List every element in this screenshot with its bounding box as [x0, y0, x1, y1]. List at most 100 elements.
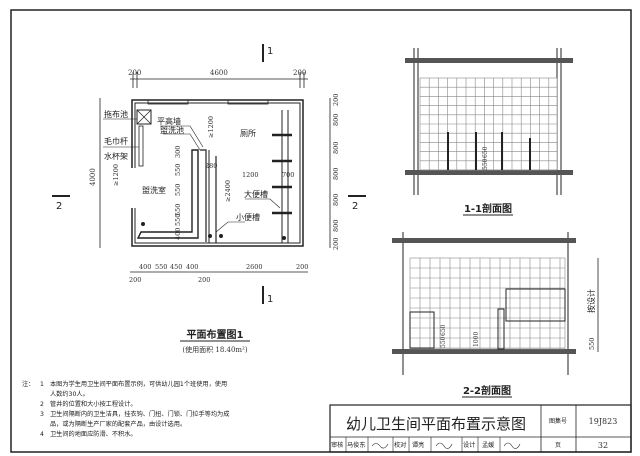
dim-top-clear: ≥1200 [207, 116, 215, 138]
label-cup-rack: 水杯架 [104, 151, 128, 161]
section-mark-left: 2 [56, 201, 62, 212]
label-mop-pool: 拖布池 [104, 109, 128, 119]
dim-left-clear: ≥1200 [112, 164, 120, 186]
section-mark-top: 1 [267, 46, 273, 57]
dim-section2: 550 [440, 336, 447, 348]
dim-basin: 550 [174, 164, 182, 176]
note-line: 卫生间的地面应防滑、不积水。 [50, 430, 137, 438]
dim-left: 4000 [89, 168, 97, 186]
label-flat-wall: 平高墙 [157, 116, 181, 126]
note-line: 本图为学生用卫生间平面布置示例，可供幼儿园1个班使用，使用 [50, 380, 227, 388]
mop-pool [409, 311, 435, 349]
atlas-label: 图集号 [549, 417, 567, 425]
note-number: 2 [40, 401, 44, 408]
note-number: 1 [40, 381, 44, 388]
dim-basin: 400 [174, 228, 182, 240]
towel-bar [138, 125, 144, 167]
title-block: 幼儿卫生间平面布置示意图 图集号 19J823 页 32 审核 马俊东 校对 谭… [329, 404, 632, 453]
signature [503, 442, 521, 449]
dim-right: 800 [332, 194, 340, 206]
note-line: 管井的位置和大小按工程设计。 [50, 400, 137, 408]
flat-wall [200, 149, 207, 242]
designer-name: 孟媛 [482, 441, 494, 449]
dim-1200: 1200 [242, 171, 259, 179]
dim-basin: 550 [174, 204, 182, 216]
checker-name: 谭亮 [412, 441, 424, 449]
floor-slab [392, 349, 576, 354]
dim-right: 800 [332, 168, 340, 180]
dim-bottom-lower: 200 [129, 276, 141, 284]
dim-clear-2400: ≥2400 [224, 180, 232, 202]
dim-section1: 650 [482, 146, 489, 158]
tile-grid [410, 258, 565, 349]
floor-drain [208, 234, 212, 238]
mop-pool-cross [136, 109, 152, 125]
dim-top-left: 200 [128, 69, 141, 77]
floor-drain [219, 234, 223, 238]
window [227, 99, 269, 105]
reviewer-name: 马俊东 [347, 441, 366, 449]
floor-plan: 1 1 2 2 200 4600 200 4000 200 800 800 80… [52, 44, 366, 354]
note-line: 卫生间隔断内的卫生洁具，挂衣钩、门扭、门锁、门拉手等均为成 [50, 410, 229, 418]
dim-bottom: 2600 [246, 263, 263, 271]
dim-as-designed: 按设计 [586, 289, 596, 313]
note-number: 4 [40, 431, 44, 438]
review-label: 审核 [331, 441, 343, 449]
sheet-border [10, 9, 632, 453]
wash-basin [136, 149, 199, 239]
floor-drain [141, 222, 145, 226]
leader-line [215, 221, 245, 233]
dim-gap: 280 [205, 162, 217, 170]
dim-right: 200 [332, 94, 340, 106]
plan-subtitle: (使用面积 18.40m²) [182, 345, 247, 354]
dim-bottom: 200 [296, 263, 308, 271]
note-line: 品，或为隔断生产厂家的配套产品，由设计选用。 [50, 420, 186, 428]
dim-basin: 550 [174, 214, 182, 226]
dim-top-main: 4600 [210, 69, 228, 77]
section-mark-bottom: 1 [267, 294, 273, 305]
dim-basin: 300 [174, 146, 182, 158]
title-block-frame [329, 404, 632, 453]
page-number: 32 [598, 441, 608, 450]
dim-bottom: 400 [139, 263, 151, 271]
drawing-title: 幼儿卫生间平面布置示意图 [346, 415, 526, 433]
dim-right: 800 [332, 114, 340, 126]
note-line: 人数约30人。 [50, 390, 89, 398]
dim-section2: 1000 [473, 332, 480, 347]
dim-bottom: 400 [186, 263, 198, 271]
dim-bottom-lower: 200 [198, 276, 210, 284]
mop-pool [136, 109, 152, 125]
partition [497, 308, 505, 350]
label-toilet-room: 厕所 [240, 128, 256, 138]
leader-line [160, 125, 204, 148]
signature [371, 443, 389, 449]
notes-prefix: 注： [22, 380, 34, 388]
label-squat-trough: 大便槽 [244, 189, 268, 199]
atlas-number: 19J823 [589, 417, 618, 426]
design-label: 设计 [463, 441, 475, 449]
tile-wall [409, 257, 566, 350]
signature [435, 442, 453, 449]
label-towel-bar: 毛巾杆 [104, 136, 128, 146]
dim-right: 800 [332, 220, 340, 232]
dim-right: 800 [332, 142, 340, 154]
dim-bottom: 550 [155, 263, 167, 271]
window [147, 99, 189, 105]
notes: 注： 1 本图为学生用卫生间平面布置示例，可供幼儿园1个班使用，使用 人数约30… [22, 380, 229, 438]
ceiling-slab [405, 58, 573, 63]
label-urinal-trough: 小便槽 [236, 212, 260, 222]
dim-basin: 550 [174, 184, 182, 196]
section-1-title: 1-1剖面图 [464, 202, 512, 215]
door-opening [130, 168, 136, 208]
section-2-2: 650 550 1000 按设计 550 2-2剖面图 [392, 232, 599, 398]
dim-right: 200 [332, 238, 340, 250]
section-mark-right: 2 [352, 201, 358, 212]
ceiling-slab [392, 238, 576, 243]
section-2-title: 2-2剖面图 [463, 384, 511, 397]
tile-grid [420, 78, 557, 171]
dim-top-right: 200 [293, 69, 306, 77]
plan-title: 平面布置图1 [187, 328, 244, 341]
section-1-1: 650 550 1-1剖面图 [405, 48, 573, 216]
label-washroom: 盥洗室 [142, 185, 166, 195]
dim-section1: 550 [482, 158, 489, 170]
